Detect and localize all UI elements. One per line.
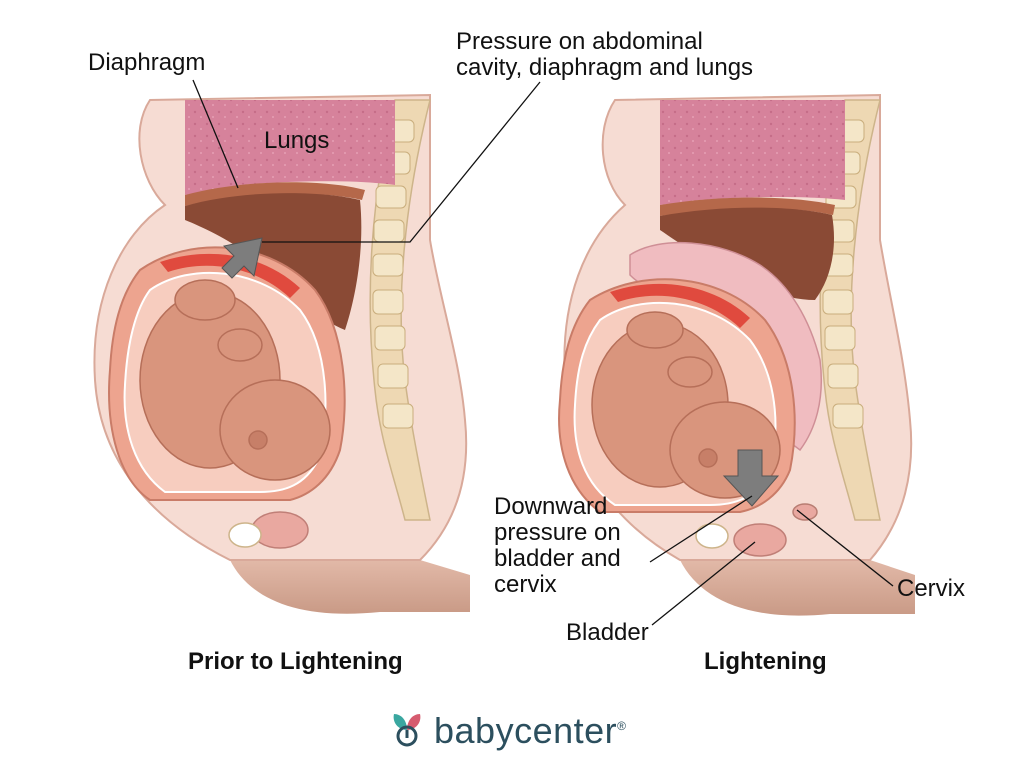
right-diaphragm <box>660 197 835 216</box>
right-legs <box>680 560 915 616</box>
label-downward-line3: bladder and <box>494 545 621 572</box>
left-pubic-bone <box>228 522 262 548</box>
babycenter-logo: babycenter® <box>388 706 626 750</box>
label-downward-line1: Downward <box>494 493 608 520</box>
brand-name: babycenter <box>434 709 618 751</box>
right-uterine-muscle <box>610 283 750 328</box>
label-cervix: Cervix <box>897 575 966 602</box>
right-liver <box>660 207 835 300</box>
registered-mark: ® <box>617 718 627 733</box>
label-bladder: Bladder <box>566 619 649 646</box>
leader-cervix <box>796 509 894 587</box>
babycenter-logo-icon <box>393 714 421 747</box>
left-lungs <box>185 100 395 195</box>
leader-lines <box>192 79 894 626</box>
left-fetus <box>139 279 331 481</box>
label-pressure-up: Pressure on abdominal cavity, diaphragm … <box>456 29 753 81</box>
right-cervix <box>792 503 818 521</box>
leader-downward <box>649 495 753 563</box>
label-downward: Downward pressure on bladder and cervix <box>494 494 621 598</box>
right-lungs <box>660 100 845 205</box>
label-pressure-up-line2: cavity, diaphragm and lungs <box>456 54 754 81</box>
left-uterine-muscle <box>160 253 300 298</box>
down-arrow-icon <box>722 449 780 507</box>
right-bladder <box>733 523 787 557</box>
label-lungs: Lungs <box>264 127 330 154</box>
caption-lightening: Lightening <box>704 648 827 675</box>
right-pubic-bone <box>695 523 729 549</box>
label-pressure-up-line1: Pressure on abdominal <box>456 28 703 55</box>
leader-diaphragm <box>192 79 239 189</box>
leader-pressure-up <box>262 81 541 243</box>
label-downward-line4: cervix <box>494 571 557 598</box>
right-figure <box>558 93 915 616</box>
label-downward-line2: pressure on <box>494 519 621 546</box>
left-legs <box>230 560 470 614</box>
up-arrow-icon <box>221 237 263 279</box>
leader-bladder <box>651 541 756 626</box>
caption-prior-to-lightening: Prior to Lightening <box>188 648 403 675</box>
babycenter-logo-text: babycenter® <box>434 706 626 751</box>
left-figure <box>93 93 470 614</box>
label-diaphragm: Diaphragm <box>88 49 206 76</box>
